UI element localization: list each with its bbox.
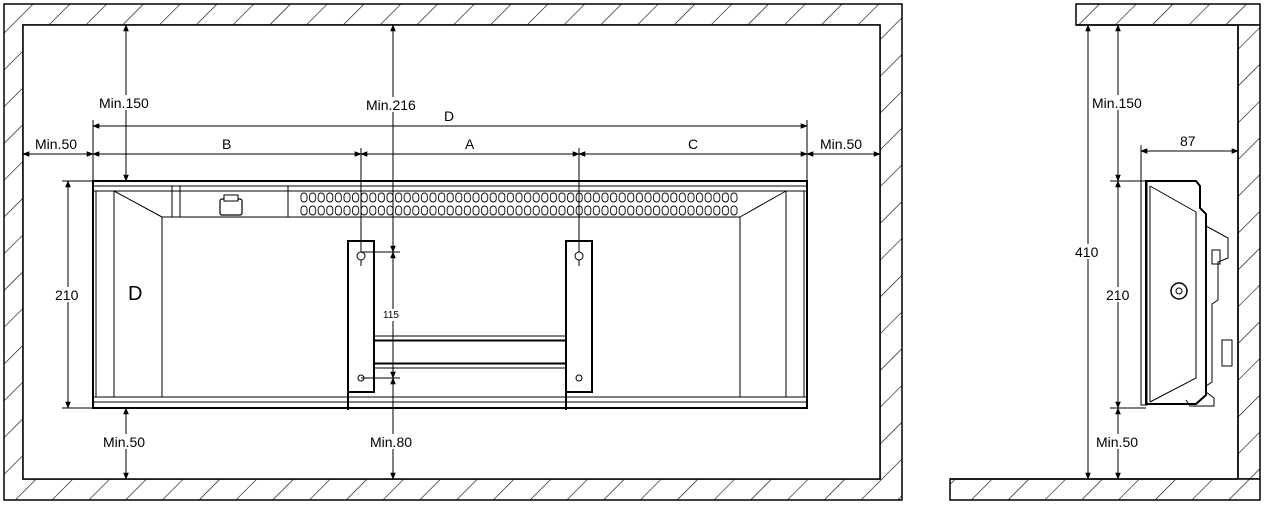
- side-ceiling-hatch: [1075, 3, 1261, 26]
- label-a: A: [465, 136, 475, 152]
- heater-side: [1140, 180, 1233, 407]
- front-view: D: [3, 3, 903, 501]
- label-min50-right: Min.50: [820, 136, 862, 152]
- label-min50-left: Min.50: [35, 136, 77, 152]
- label-side-210: 210: [1106, 287, 1130, 303]
- label-210-front: 210: [55, 287, 79, 303]
- label-c: C: [688, 136, 698, 152]
- label-d: D: [444, 108, 454, 124]
- side-dimensions: [1085, 24, 1239, 480]
- side-view: Min.150 410 210 Min.50 87: [949, 3, 1261, 501]
- label-side-87: 87: [1180, 133, 1196, 149]
- label-b: B: [222, 136, 231, 152]
- label-115: 115: [383, 310, 399, 321]
- side-floor-hatch: [949, 478, 1261, 501]
- label-min150-left: Min.150: [99, 95, 149, 111]
- brand-mark: D: [128, 283, 142, 305]
- cross-rail: [373, 335, 567, 369]
- side-wall-hatch: [1237, 24, 1261, 480]
- front-dimensions: [22, 24, 881, 480]
- air-outlet-grill: [300, 192, 738, 218]
- heater-front: D: [92, 180, 808, 409]
- side-labels: Min.150 410 210 Min.50 87: [1073, 95, 1196, 450]
- label-side-410: 410: [1075, 244, 1099, 260]
- label-side-min150: Min.150: [1092, 95, 1142, 111]
- label-side-min50: Min.50: [1096, 434, 1138, 450]
- label-min80: Min.80: [370, 434, 412, 450]
- side-knob-icon: [1170, 282, 1188, 300]
- label-min216: Min.216: [366, 97, 416, 113]
- front-labels: Min.50 Min.50 Min.150 Min.216 D B A C 21…: [32, 95, 872, 450]
- label-min50-bottom: Min.50: [103, 434, 145, 450]
